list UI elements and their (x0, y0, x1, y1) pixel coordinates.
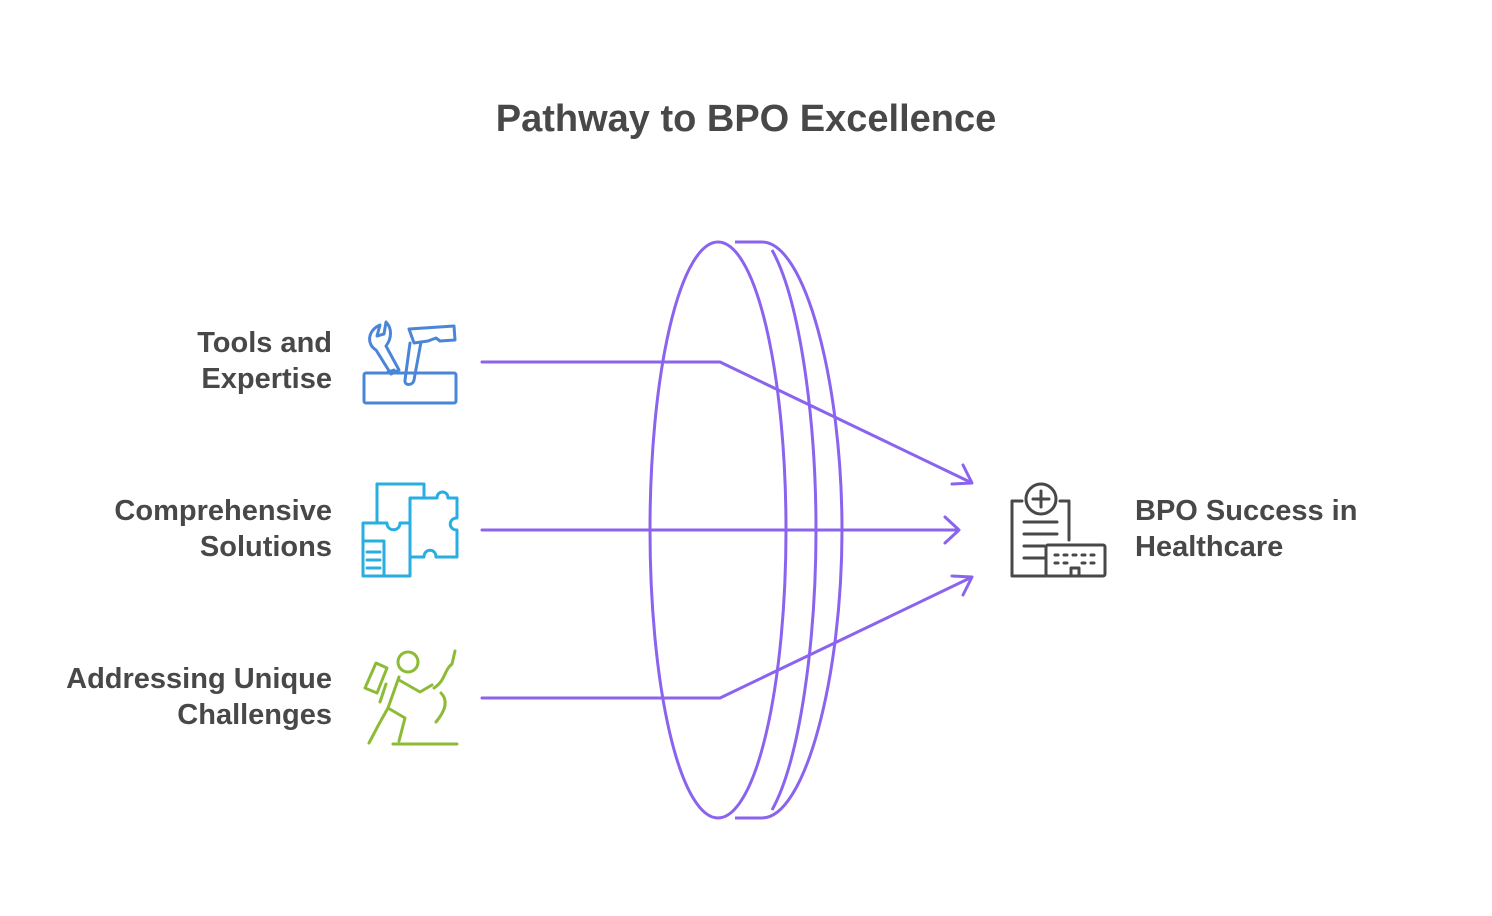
puzzle-icon (361, 482, 459, 578)
input-label-solutions: Comprehensive Solutions (114, 493, 332, 565)
input-label-line: Challenges (177, 699, 332, 731)
arrow-challenges (480, 576, 972, 700)
input-label-challenges: Addressing Unique Challenges (66, 661, 332, 733)
input-label-line: Solutions (199, 531, 332, 563)
arrow-tools (480, 360, 972, 484)
input-label-line: Addressing Unique (66, 663, 332, 695)
page-title: Pathway to BPO Excellence (495, 98, 997, 140)
output-label: BPO Success in Healthcare (1135, 493, 1357, 565)
toolbox-icon (362, 320, 458, 405)
input-label-line: Tools and (197, 327, 332, 359)
climber-icon (363, 649, 459, 746)
hospital-icon (1010, 482, 1107, 578)
arrowhead-tools (950, 463, 974, 486)
input-label-tools: Tools and Expertise (197, 325, 332, 397)
output-label-line: Healthcare (1135, 531, 1284, 563)
input-label-line: Comprehensive (114, 495, 332, 527)
arrows (480, 360, 974, 700)
arrowhead-solutions (943, 515, 961, 545)
input-label-line: Expertise (201, 363, 332, 395)
output-label-line: BPO Success in (1135, 495, 1358, 527)
arrowhead-challenges (950, 574, 974, 597)
